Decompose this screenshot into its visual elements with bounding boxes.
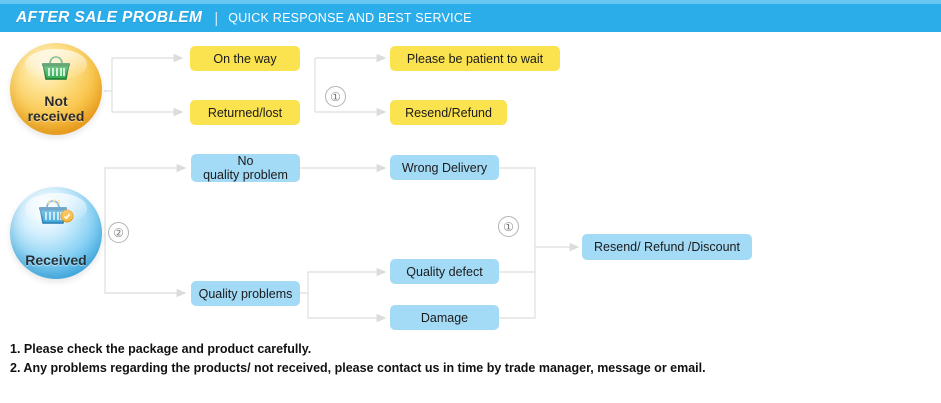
node-returned-lost: Returned/lost <box>190 100 300 125</box>
node-damage: Damage <box>390 305 499 330</box>
flow-diagram: Not received <box>0 32 941 337</box>
node-please-be-patient-to-wait: Please be patient to wait <box>390 46 560 71</box>
step-marker-2-received: ② <box>108 222 129 243</box>
stage-not-received: Not received <box>10 43 102 135</box>
node-no-quality-problem-line1: No <box>237 154 254 168</box>
shopping-basket-icon <box>10 55 102 83</box>
stage-received-label: Received <box>25 251 87 268</box>
step-marker-1-bottom: ① <box>498 216 519 237</box>
note-line-1: 1. Please check the package and product … <box>10 342 312 356</box>
node-no-quality-problem-line2: quality problem <box>203 168 288 182</box>
note-line-2: 2. Any problems regarding the products/ … <box>10 361 706 376</box>
node-resend-refund: Resend/Refund <box>390 100 507 125</box>
node-wrong-delivery: Wrong Delivery <box>390 155 499 180</box>
header-separator: | <box>214 9 219 27</box>
node-on-the-way: On the way <box>190 46 300 71</box>
stage-not-received-label: Not received <box>28 94 85 123</box>
node-quality-problems: Quality problems <box>191 281 300 306</box>
stage-label-line1: Not <box>44 93 68 110</box>
connector-lines <box>104 53 580 323</box>
stage-received: Received <box>10 187 102 279</box>
header-banner: AFTER SALE PROBLEM | QUICK RESPONSE AND … <box>0 0 941 32</box>
shopping-basket-icon <box>10 199 102 227</box>
node-no-quality-problem: No quality problem <box>191 154 300 182</box>
node-quality-defect: Quality defect <box>390 259 499 284</box>
footer-notes: 1. Please check the package and product … <box>10 340 930 379</box>
page-title: AFTER SALE PROBLEM <box>16 9 203 26</box>
step-marker-1-top: ① <box>325 86 346 107</box>
stage-label-line2: received <box>27 107 85 124</box>
header-subtitle: QUICK RESPONSE AND BEST SERVICE <box>228 11 472 25</box>
node-resend-refund-discount: Resend/ Refund /Discount <box>582 234 752 260</box>
